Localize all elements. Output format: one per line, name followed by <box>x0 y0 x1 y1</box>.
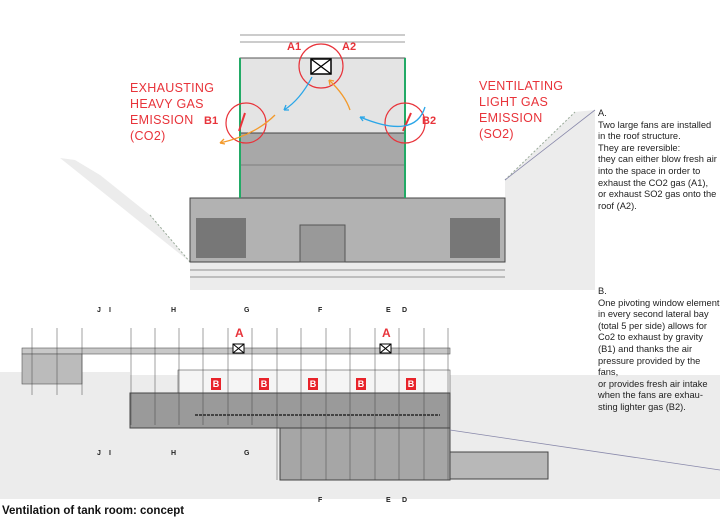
b2-circle <box>384 102 426 144</box>
cross-section-drawing <box>60 34 596 290</box>
section-mark-d: D <box>402 497 408 504</box>
label-line: HEAVY GAS <box>130 97 204 111</box>
section-mark-h: H <box>171 307 177 314</box>
light-gas-label: VENTILATING LIGHT GAS EMISSION (SO2) <box>479 78 563 142</box>
section-mark-g: G <box>244 307 250 314</box>
window-marker-b: B <box>211 378 221 390</box>
caption: Ventilation of tank room: concept <box>2 505 185 517</box>
long-section-drawing <box>0 328 720 499</box>
section-mark-i: I <box>109 307 111 314</box>
marker-a1: A1 <box>287 41 302 53</box>
marker-b1: B1 <box>204 115 219 127</box>
a-circle <box>298 43 344 89</box>
section-mark-f: F <box>318 307 323 314</box>
marker-a2: A2 <box>342 41 357 53</box>
label-line: EMISSION <box>130 113 194 127</box>
label-line: LIGHT GAS <box>479 95 549 109</box>
window-marker-b: B <box>356 378 366 390</box>
section-mark-h: H <box>171 450 177 457</box>
section-mark-d: D <box>402 307 408 314</box>
section-mark-e: E <box>386 497 391 504</box>
note-b: B. One pivoting window element in every … <box>598 286 720 412</box>
window-marker-b: B <box>259 378 269 390</box>
section-mark-j: J <box>97 307 101 314</box>
light-gas-arrow <box>359 106 426 128</box>
label-line: EXHAUSTING <box>130 81 215 95</box>
section-mark-f: F <box>318 497 323 504</box>
section-mark-e: E <box>386 307 391 314</box>
section-mark-g: G <box>244 450 250 457</box>
section-mark-j: J <box>97 450 101 457</box>
marker-b2: B2 <box>422 115 437 127</box>
label-line: VENTILATING <box>479 79 564 93</box>
label-line: EMISSION <box>479 111 543 125</box>
label-line: (CO2) <box>130 129 166 143</box>
label-line: (SO2) <box>479 127 514 141</box>
tank-floors <box>239 132 406 199</box>
heavy-gas-arrow <box>283 76 313 111</box>
fan-marker-a: A <box>235 326 244 340</box>
fan-marker-a: A <box>382 326 391 340</box>
window-marker-b: B <box>308 378 318 390</box>
note-a: A. Two large fans are installed in the r… <box>598 108 717 211</box>
ground-fill <box>60 110 595 290</box>
heavy-gas-label: EXHAUSTING HEAVY GAS EMISSION (CO2) <box>130 80 214 144</box>
window-marker-b: B <box>406 378 416 390</box>
tank-level <box>129 392 451 429</box>
section-mark-i: I <box>109 450 111 457</box>
